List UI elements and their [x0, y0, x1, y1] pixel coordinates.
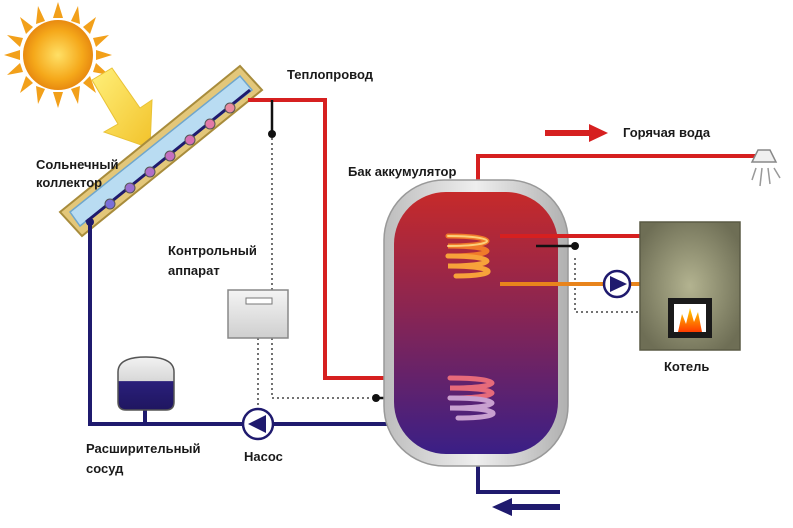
hot-water-arrow: [545, 124, 608, 142]
label-boiler: Котель: [664, 359, 710, 374]
lower-heat-exchanger-coil: [447, 375, 496, 421]
boiler-unit: [639, 221, 741, 351]
controller-unit: [227, 289, 289, 339]
label-pump: Насос: [244, 449, 283, 464]
expansion-vessel: [117, 356, 175, 424]
label-heat-pipe: Теплопровод: [287, 67, 373, 82]
fire-icon: [678, 308, 702, 332]
storage-tank: [383, 179, 569, 467]
label-collector-line1: Сольнечный: [36, 157, 119, 172]
solar-collector: [58, 64, 264, 238]
temperature-sensor-upper: [571, 242, 579, 250]
control-wires: [257, 138, 643, 410]
cold-water-arrow: [492, 498, 560, 516]
label-hot-water: Горячая вода: [623, 125, 711, 140]
temperature-sensor-tank: [372, 394, 380, 402]
cold-pipe-return: [88, 224, 458, 426]
sunlight-arrow: [91, 67, 153, 149]
boiler-pump-icon[interactable]: [602, 269, 632, 299]
label-expansion-line2: сосуд: [86, 461, 124, 476]
cold-water-inlet-pipe: [476, 455, 560, 494]
label-collector-line2: коллектор: [36, 175, 103, 190]
shower-head-icon: [750, 149, 781, 187]
upper-heat-exchanger-coil: [445, 233, 491, 279]
label-expansion-line1: Расширительный: [86, 441, 201, 456]
temperature-sensor-collector: [268, 130, 276, 138]
label-controller-line2: аппарат: [168, 263, 220, 278]
pump-icon[interactable]: [241, 407, 275, 441]
sun-icon: [4, 2, 112, 108]
label-tank: Бак аккумулятор: [348, 164, 457, 179]
label-controller-line1: Контрольный: [168, 243, 257, 258]
